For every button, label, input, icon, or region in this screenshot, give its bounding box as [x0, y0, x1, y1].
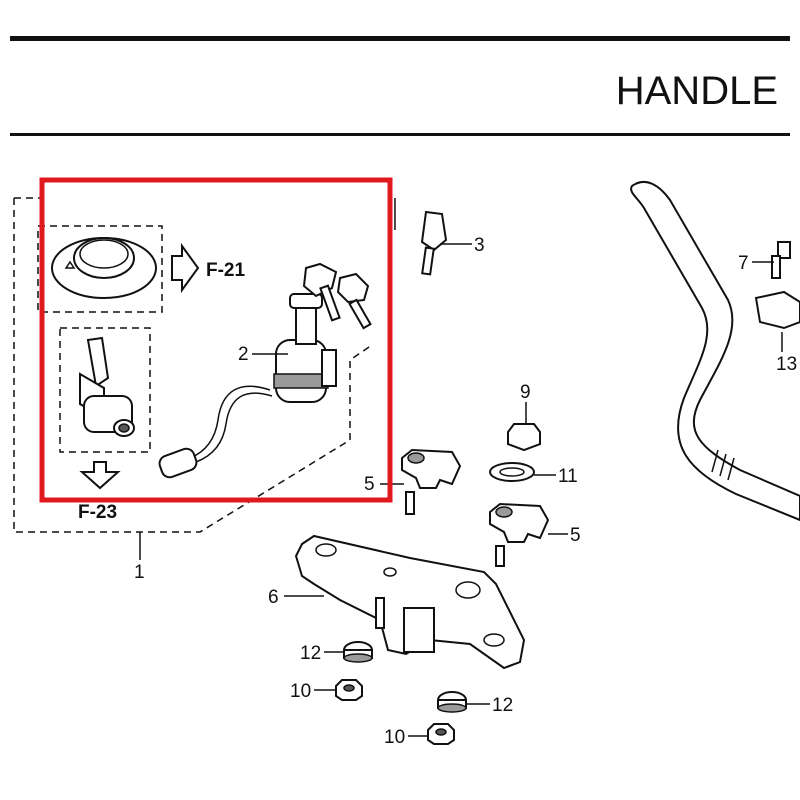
washer-part-12b[interactable]: 12 — [437, 691, 513, 716]
callout-11[interactable]: 11 — [558, 466, 578, 487]
callout-10a[interactable]: 10 — [290, 681, 311, 702]
handlebar-part[interactable] — [630, 181, 800, 522]
nut-part-10a[interactable]: 10 — [290, 679, 363, 702]
callout-7[interactable]: 7 — [738, 253, 749, 274]
top-bridge-part-6[interactable]: 6 — [268, 534, 526, 670]
callout-5b[interactable]: 5 — [570, 525, 581, 546]
arrow-down-icon — [79, 461, 121, 490]
callout-6[interactable]: 6 — [268, 587, 279, 608]
ignition-switch-part[interactable]: 2 — [157, 262, 372, 479]
callout-13[interactable]: 13 — [776, 354, 797, 375]
callout-12a[interactable]: 12 — [300, 643, 321, 664]
header-bottom-rule — [10, 133, 790, 136]
nut-part-10b[interactable]: 10 — [384, 723, 455, 748]
lock-cylinder-subview: F-23 — [59, 327, 151, 523]
page-title: HANDLE — [616, 69, 778, 113]
assembly-bracket — [13, 197, 396, 560]
callout-12b[interactable]: 12 — [492, 695, 513, 716]
highlight-box — [39, 177, 393, 503]
washer-part-12a[interactable]: 12 — [300, 641, 373, 664]
callout-9[interactable]: 9 — [520, 382, 531, 403]
holder-part-5b[interactable]: 5 — [489, 502, 581, 567]
holder-part-5a[interactable]: 5 — [364, 448, 462, 515]
arrow-right-icon — [171, 242, 200, 294]
callout-1[interactable]: 1 — [134, 562, 145, 583]
header-top-rule — [10, 36, 790, 41]
holder-part-13[interactable]: 13 — [754, 290, 800, 375]
reference-f23[interactable]: F-23 — [78, 502, 117, 523]
key-part[interactable]: 3 — [420, 210, 485, 276]
callout-5a[interactable]: 5 — [364, 474, 375, 495]
cap-nut-part-9[interactable]: 9 — [507, 382, 541, 452]
washer-part-11[interactable]: 11 — [489, 462, 578, 487]
ignition-cap-subview: F-21 — [37, 225, 246, 313]
reference-f21[interactable]: F-21 — [206, 260, 246, 281]
callout-2[interactable]: 2 — [238, 344, 249, 365]
callout-10b[interactable]: 10 — [384, 727, 405, 748]
bolt-part-7[interactable]: 7 — [738, 241, 791, 279]
callout-3[interactable]: 3 — [474, 235, 485, 256]
